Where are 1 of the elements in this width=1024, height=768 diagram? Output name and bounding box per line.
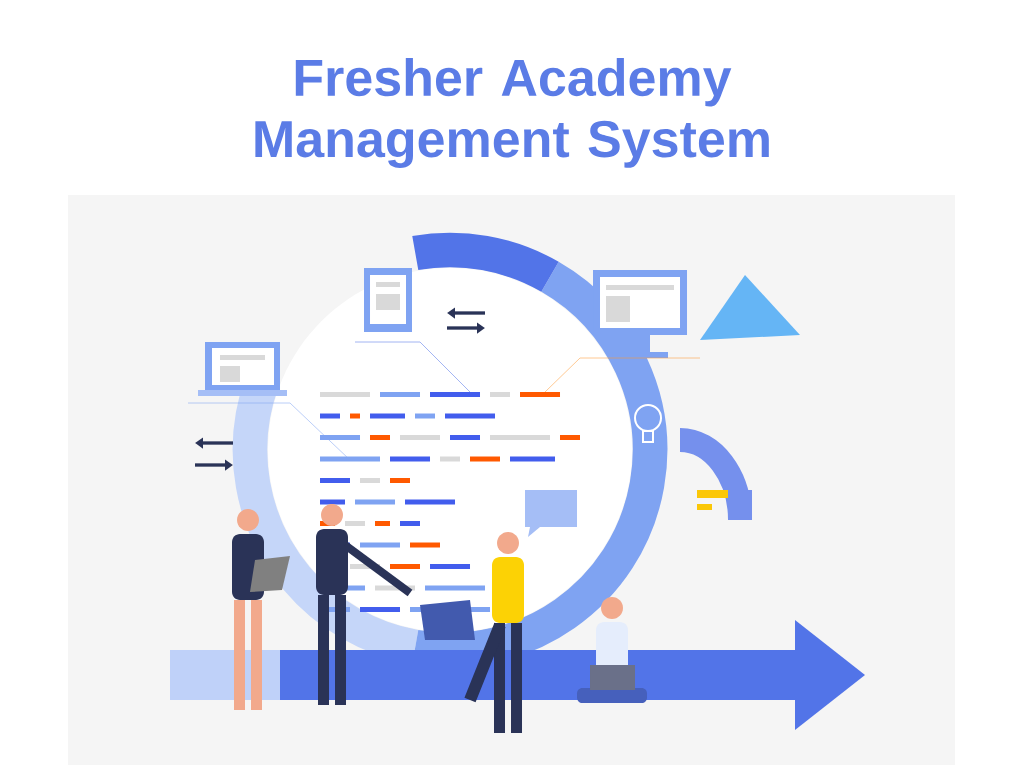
title: Fresher Academy Management System xyxy=(255,58,769,168)
